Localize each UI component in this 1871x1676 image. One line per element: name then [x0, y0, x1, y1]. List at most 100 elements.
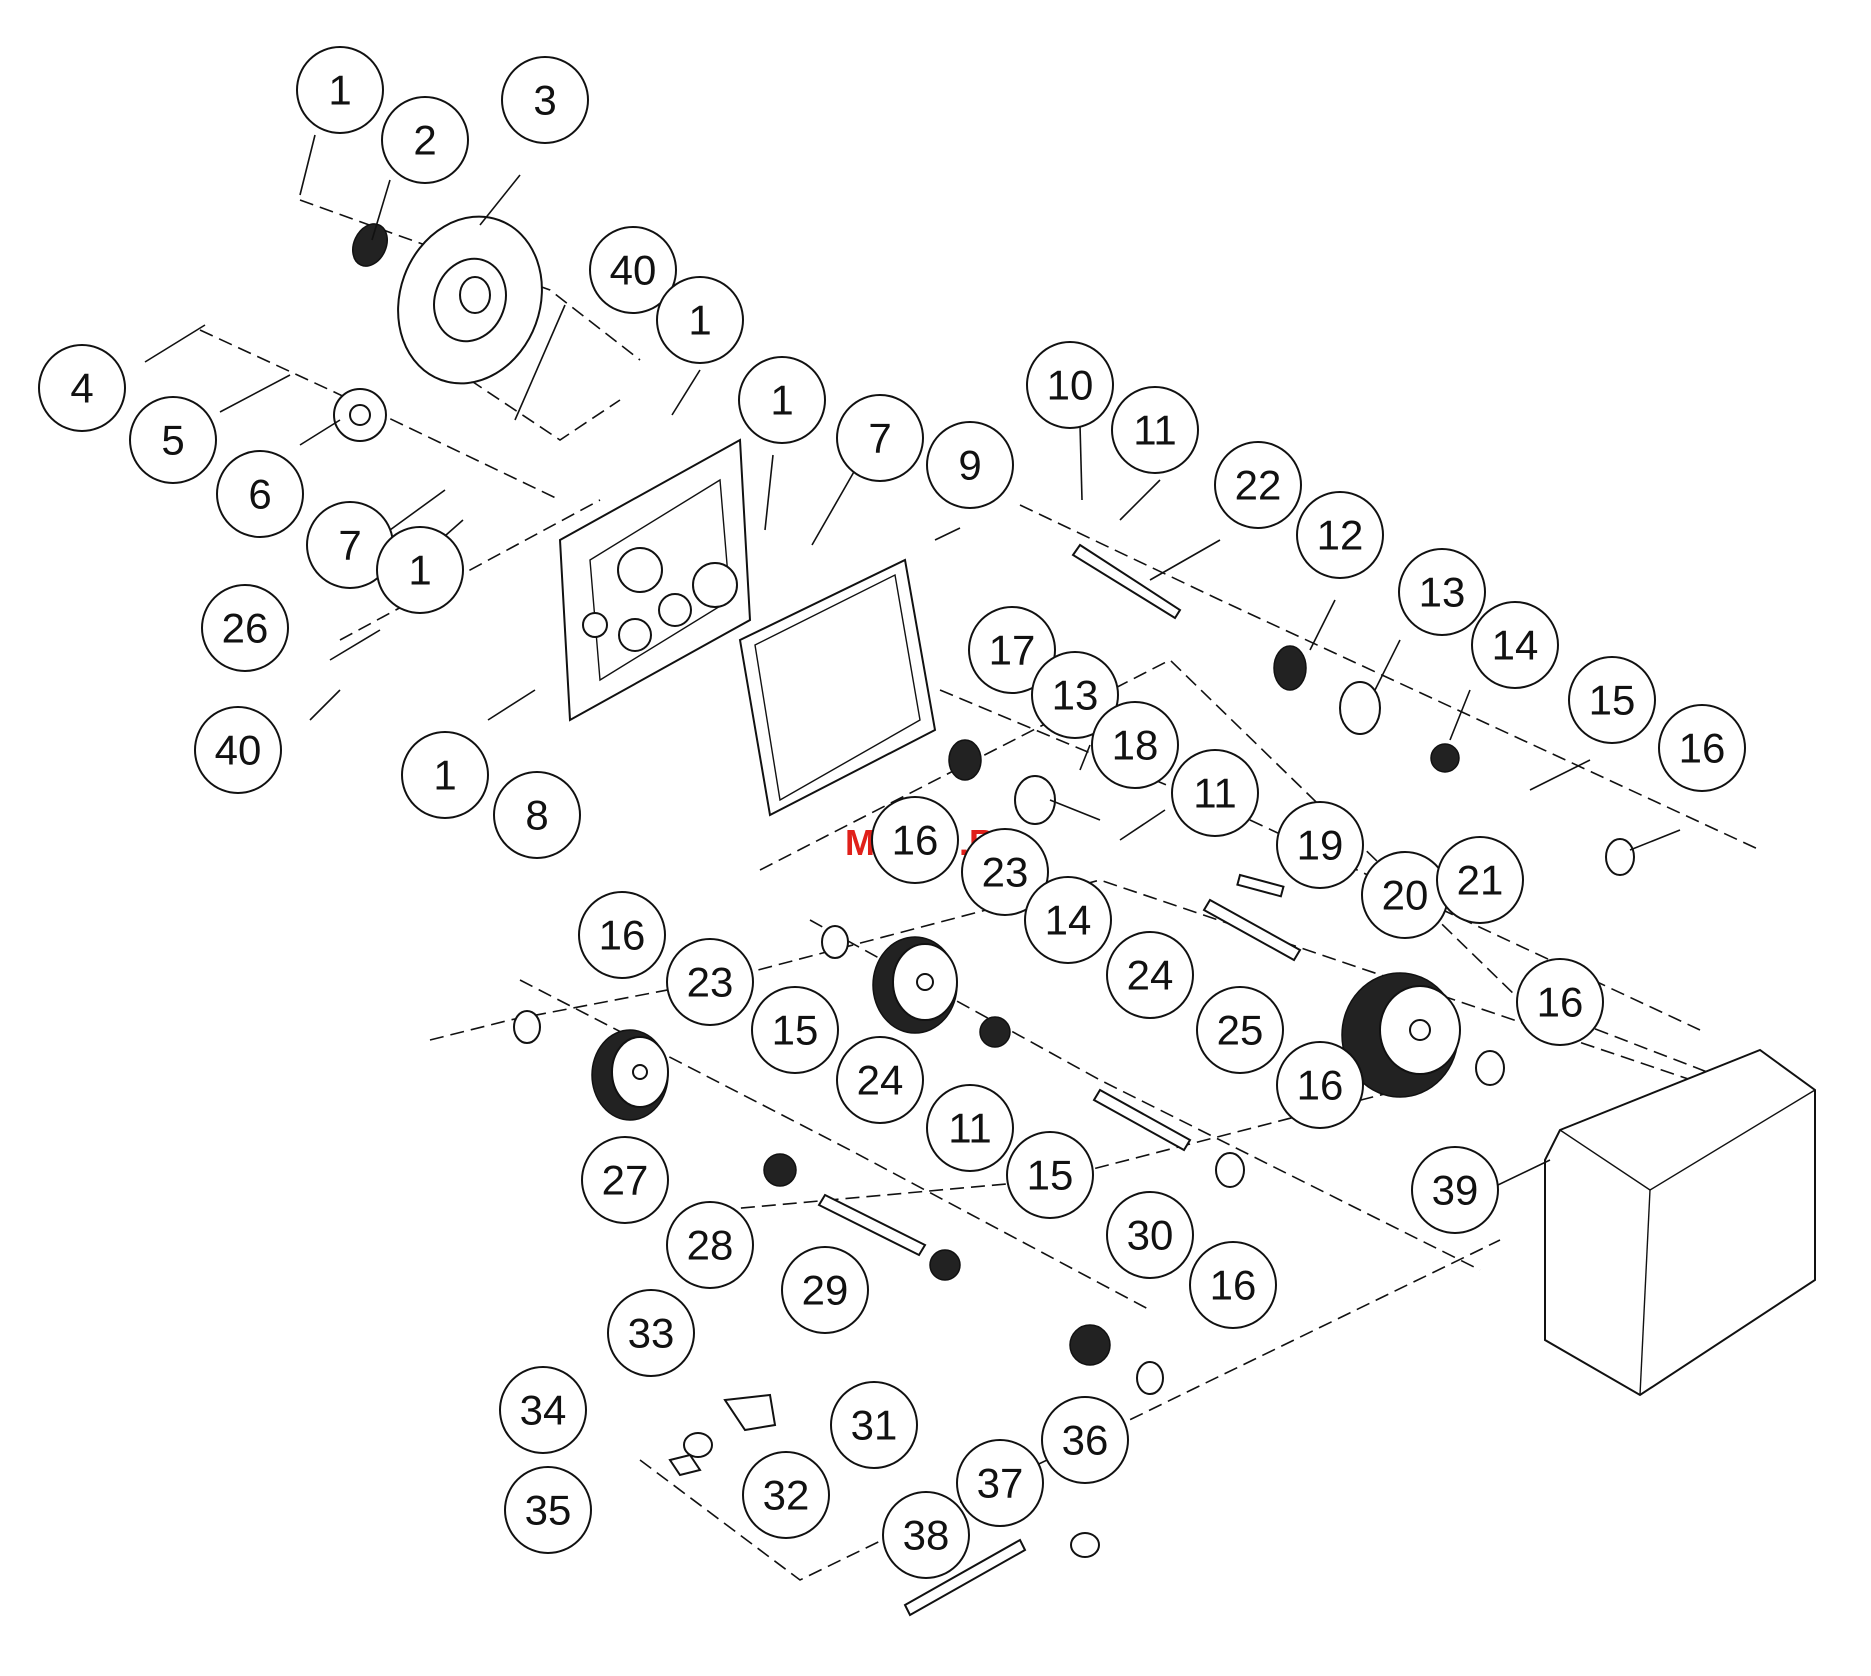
callout-number: 7 [338, 522, 361, 569]
callout-number: 16 [1537, 979, 1584, 1026]
callout-number: 18 [1112, 722, 1159, 769]
callout-number: 39 [1432, 1167, 1479, 1214]
callout-3: 3 [502, 57, 588, 143]
callout-number: 1 [408, 547, 431, 594]
callout-number: 16 [599, 912, 646, 959]
callout-number: 34 [520, 1387, 567, 1434]
callout-number: 16 [1297, 1062, 1344, 1109]
callout-number: 35 [525, 1487, 572, 1534]
callout-24: 24 [1107, 932, 1193, 1018]
callout-16: 16 [1517, 959, 1603, 1045]
callout-number: 16 [892, 817, 939, 864]
callout-16: 16 [1659, 705, 1745, 791]
callout-22: 22 [1215, 442, 1301, 528]
callout-number: 1 [433, 752, 456, 799]
lever-bracket [725, 1395, 775, 1430]
callout-number: 20 [1382, 872, 1429, 919]
callout-number: 16 [1679, 725, 1726, 772]
callout-39: 39 [1412, 1147, 1498, 1233]
callout-number: 36 [1062, 1417, 1109, 1464]
callout-number: 24 [1127, 952, 1174, 999]
callout-number: 1 [328, 67, 351, 114]
callout-number: 12 [1317, 512, 1364, 559]
callout-number: 3 [533, 77, 556, 124]
callout-number: 23 [982, 849, 1029, 896]
callout-number: 33 [628, 1310, 675, 1357]
callout-13: 13 [1399, 549, 1485, 635]
callout-number: 31 [851, 1402, 898, 1449]
callout-1: 1 [739, 357, 825, 443]
callout-number: 30 [1127, 1212, 1174, 1259]
callout-14: 14 [1025, 877, 1111, 963]
callout-10: 10 [1027, 342, 1113, 428]
callout-11: 11 [1172, 750, 1258, 836]
callout-5: 5 [130, 397, 216, 483]
callout-number: 29 [802, 1267, 849, 1314]
callout-28: 28 [667, 1202, 753, 1288]
callout-15: 15 [1569, 657, 1655, 743]
callout-number: 13 [1052, 672, 1099, 719]
callout-25: 25 [1197, 987, 1283, 1073]
callout-number: 25 [1217, 1007, 1264, 1054]
callout-16: 16 [579, 892, 665, 978]
callout-9: 9 [927, 422, 1013, 508]
callout-number: 26 [222, 605, 269, 652]
callout-16: 16 [1277, 1042, 1363, 1128]
callout-number: 32 [763, 1472, 810, 1519]
callout-number: 7 [868, 415, 891, 462]
callout-32: 32 [743, 1452, 829, 1538]
callout-26: 26 [202, 585, 288, 671]
callout-number: 22 [1235, 462, 1282, 509]
callout-number: 8 [525, 792, 548, 839]
callout-number: 6 [248, 471, 271, 518]
callout-14: 14 [1472, 602, 1558, 688]
callout-number: 1 [770, 377, 793, 424]
callout-number: 27 [602, 1157, 649, 1204]
callout-number: 24 [857, 1057, 904, 1104]
callout-number: 1 [688, 297, 711, 344]
callout-11: 11 [927, 1085, 1013, 1171]
callout-4: 4 [39, 345, 125, 431]
callout-12: 12 [1297, 492, 1383, 578]
callout-number: 40 [215, 727, 262, 774]
callout-20: 20 [1362, 852, 1448, 938]
callout-number: 15 [1589, 677, 1636, 724]
callout-number: 15 [1027, 1152, 1074, 1199]
callout-number: 14 [1045, 897, 1092, 944]
callout-number: 10 [1047, 362, 1094, 409]
callout-number: 11 [948, 1105, 992, 1152]
callout-number: 13 [1419, 569, 1466, 616]
callout-number: 9 [958, 442, 981, 489]
callout-15: 15 [1007, 1132, 1093, 1218]
shaft-25 [1094, 1090, 1190, 1150]
callout-number: 15 [772, 1007, 819, 1054]
callout-40: 40 [195, 707, 281, 793]
callout-33: 33 [608, 1290, 694, 1376]
callout-21: 21 [1437, 837, 1523, 923]
callout-27: 27 [582, 1137, 668, 1223]
callout-34: 34 [500, 1367, 586, 1453]
callout-36: 36 [1042, 1397, 1128, 1483]
callout-number: 28 [687, 1222, 734, 1269]
gasket [740, 560, 935, 815]
callout-23: 23 [667, 939, 753, 1025]
callout-number: 21 [1457, 857, 1504, 904]
callout-number: 23 [687, 959, 734, 1006]
callout-31: 31 [831, 1382, 917, 1468]
callout-19: 19 [1277, 802, 1363, 888]
washer [346, 218, 394, 271]
callout-number: 11 [1133, 407, 1177, 454]
callout-number: 4 [70, 365, 93, 412]
shaft-20 [1204, 900, 1300, 960]
callout-bubbles: 1234011456717910112212131415162640181713… [39, 47, 1745, 1578]
callout-7: 7 [837, 395, 923, 481]
callout-35: 35 [505, 1467, 591, 1553]
callout-24: 24 [837, 1037, 923, 1123]
callout-38: 38 [883, 1492, 969, 1578]
callout-number: 2 [413, 117, 436, 164]
callout-1: 1 [377, 527, 463, 613]
callout-2: 2 [382, 97, 468, 183]
callout-29: 29 [782, 1247, 868, 1333]
shaft-28 [819, 1195, 925, 1255]
